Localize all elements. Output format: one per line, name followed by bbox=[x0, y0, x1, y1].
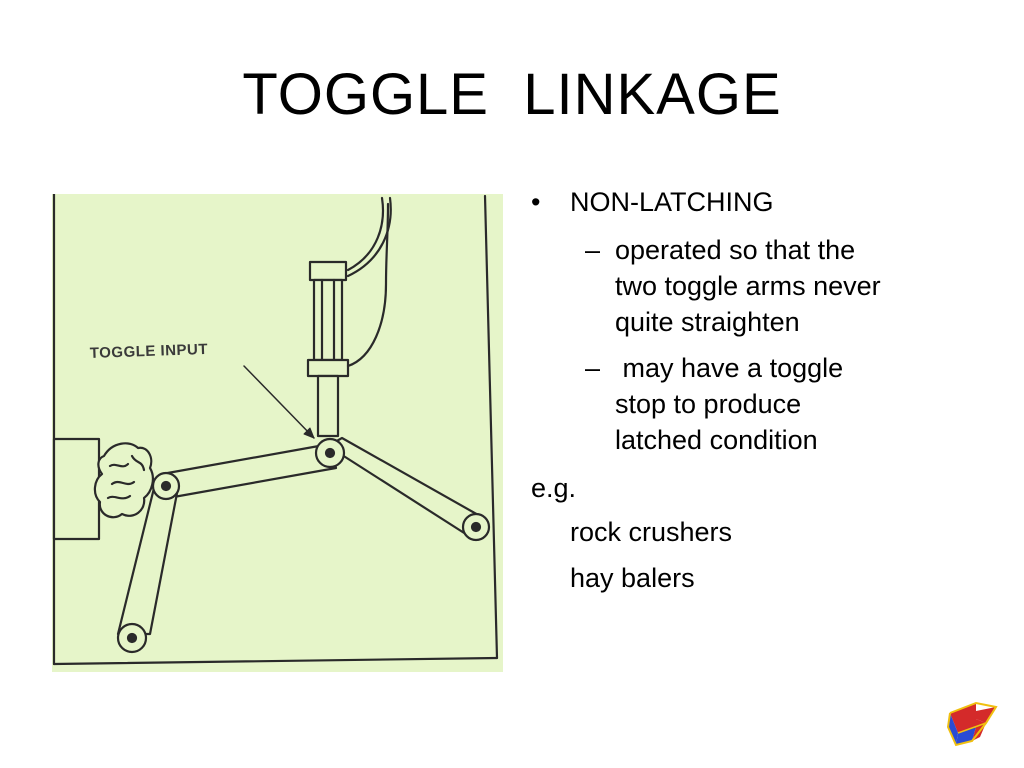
frame-right-wall bbox=[483, 194, 499, 660]
sub-bullet-1-line-1: operated so that the bbox=[615, 235, 856, 265]
sub-bullet-1-line-3: quite straighten bbox=[615, 307, 800, 337]
figure-background bbox=[52, 194, 503, 672]
label-arrowhead bbox=[303, 427, 315, 439]
slide-title: TOGGLE LINKAGE bbox=[242, 62, 782, 127]
main-bullet-marker: • bbox=[531, 187, 541, 217]
pin-center-dot bbox=[324, 447, 336, 459]
toggle-linkage-drawing: TOGGLE INPUT bbox=[52, 194, 503, 672]
cylinder-top-cap bbox=[308, 260, 348, 282]
pin-right-dot bbox=[470, 521, 482, 533]
hose-bottom bbox=[346, 202, 390, 368]
hose-top bbox=[346, 196, 392, 278]
label-leader-line bbox=[243, 365, 315, 439]
sub-bullet-dash-1: – bbox=[585, 235, 601, 265]
cylinder-bottom-cap bbox=[306, 358, 350, 378]
cylinder-body bbox=[312, 278, 344, 362]
frame-floor bbox=[52, 656, 499, 666]
arrow-logo-icon bbox=[946, 697, 1000, 749]
pin-bottom-dot bbox=[126, 632, 138, 644]
example-rock-crushers: rock crushers bbox=[570, 517, 733, 547]
piston-rod bbox=[316, 374, 340, 438]
sub-bullet-1-line-2: two toggle arms never bbox=[615, 271, 881, 301]
fixed-jaw-block bbox=[52, 437, 101, 541]
toggle-input-label: TOGGLE INPUT bbox=[90, 341, 209, 362]
pin-left-knee-center bbox=[160, 480, 172, 492]
sub-bullet-2-line-2: stop to produce bbox=[615, 389, 802, 419]
sub-bullet-2-line-1: may have a toggle bbox=[615, 353, 844, 383]
rock-texture bbox=[106, 454, 146, 500]
eg-label: e.g. bbox=[531, 473, 577, 503]
sub-bullet-2-line-3: latched condition bbox=[615, 425, 818, 455]
sub-bullet-dash-2: – bbox=[585, 353, 601, 383]
bullet-non-latching: NON-LATCHING bbox=[570, 187, 774, 217]
example-hay-balers: hay balers bbox=[570, 563, 695, 593]
toggle-linkage-figure: TOGGLE INPUT bbox=[52, 194, 503, 672]
